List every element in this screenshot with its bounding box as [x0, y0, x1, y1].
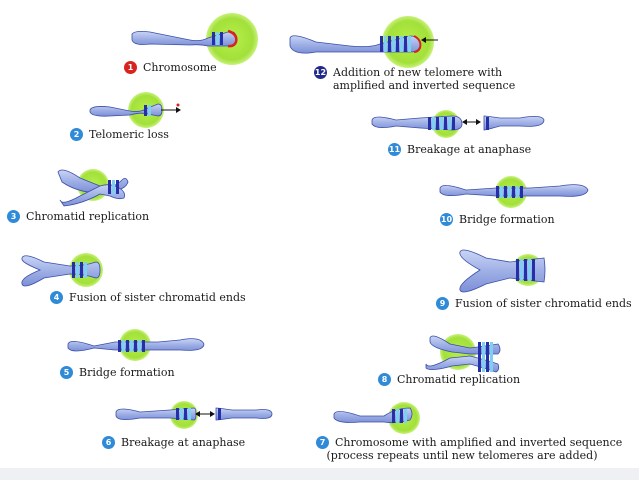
step-6-right-piece [215, 407, 273, 421]
step-1-text: Chromosome [143, 61, 217, 74]
step-6-label: 6 Breakage at anaphase [102, 436, 245, 449]
step-6-badge: 6 [102, 436, 115, 449]
step-2-label: 2 Telomeric loss [70, 128, 169, 141]
step-7-text-1: Chromosome with amplified and inverted s… [335, 436, 623, 449]
step-12-label: 12 Addition of new telomere with amplifie… [314, 66, 515, 92]
bottom-band [0, 468, 639, 480]
step-12-line-1: 12 Addition of new telomere with [314, 66, 515, 79]
step-9-label: 9 Fusion of sister chromatid ends [436, 297, 632, 310]
step-12-badge: 12 [314, 66, 327, 79]
step-12-text-1: Addition of new telomere with [333, 66, 503, 79]
step-7-figure [333, 402, 420, 434]
step-9-badge: 9 [436, 297, 449, 310]
step-10-badge: 10 [440, 213, 453, 226]
step-1-label: 1 Chromosome [124, 61, 217, 74]
step-4-text: Fusion of sister chromatid ends [69, 291, 246, 304]
step-10-label: 10 Bridge formation [440, 213, 555, 226]
step-12-text-2: amplified and inverted sequence [333, 79, 516, 92]
step-11-figure [371, 110, 545, 138]
step-2-text: Telomeric loss [89, 128, 169, 141]
step-8-figure [425, 334, 501, 373]
step-11-label: 11 Breakage at anaphase [388, 143, 531, 156]
step-11-text: Breakage at anaphase [407, 143, 532, 156]
step-6-figure [115, 401, 273, 429]
step-8-badge: 8 [378, 373, 391, 386]
step-1-figure [131, 13, 258, 65]
step-8-text: Chromatid replication [397, 373, 521, 386]
step-3-badge: 3 [7, 210, 20, 223]
step-5-badge: 5 [60, 366, 73, 379]
step-2-figure [89, 92, 181, 128]
step-7-line-1: 7 Chromosome with amplified and inverted … [316, 436, 622, 449]
step-12-telomere [413, 35, 422, 53]
step-4-chromosome [21, 255, 101, 287]
step-10-text: Bridge formation [459, 213, 555, 226]
step-3-text: Chromatid replication [26, 210, 150, 223]
step-10-figure [439, 176, 589, 208]
step-12-figure [289, 16, 438, 68]
step-4-figure [21, 253, 103, 287]
step-3-figure [57, 169, 129, 207]
step-7-badge: 7 [316, 436, 329, 449]
step-11-right-piece [483, 115, 545, 131]
step-5-text: Bridge formation [79, 366, 175, 379]
step-6-text: Breakage at anaphase [121, 436, 246, 449]
step-9-text: Fusion of sister chromatid ends [455, 297, 632, 310]
step-1-badge: 1 [124, 61, 137, 74]
step-1-telomere [227, 29, 238, 48]
step-2-badge: 2 [70, 128, 83, 141]
step-4-label: 4 Fusion of sister chromatid ends [50, 291, 246, 304]
step-7-label: 7 Chromosome with amplified and inverted … [316, 436, 622, 462]
step-8-label: 8 Chromatid replication [378, 373, 520, 386]
step-5-label: 5 Bridge formation [60, 366, 175, 379]
step-4-badge: 4 [50, 291, 63, 304]
step-7-text-2: (process repeats until new telomeres are… [326, 449, 598, 462]
step-3-label: 3 Chromatid replication [7, 210, 149, 223]
step-9-figure [459, 249, 546, 293]
step-11-badge: 11 [388, 143, 401, 156]
step-5-figure [67, 329, 205, 361]
step-11-left-piece [371, 115, 463, 131]
